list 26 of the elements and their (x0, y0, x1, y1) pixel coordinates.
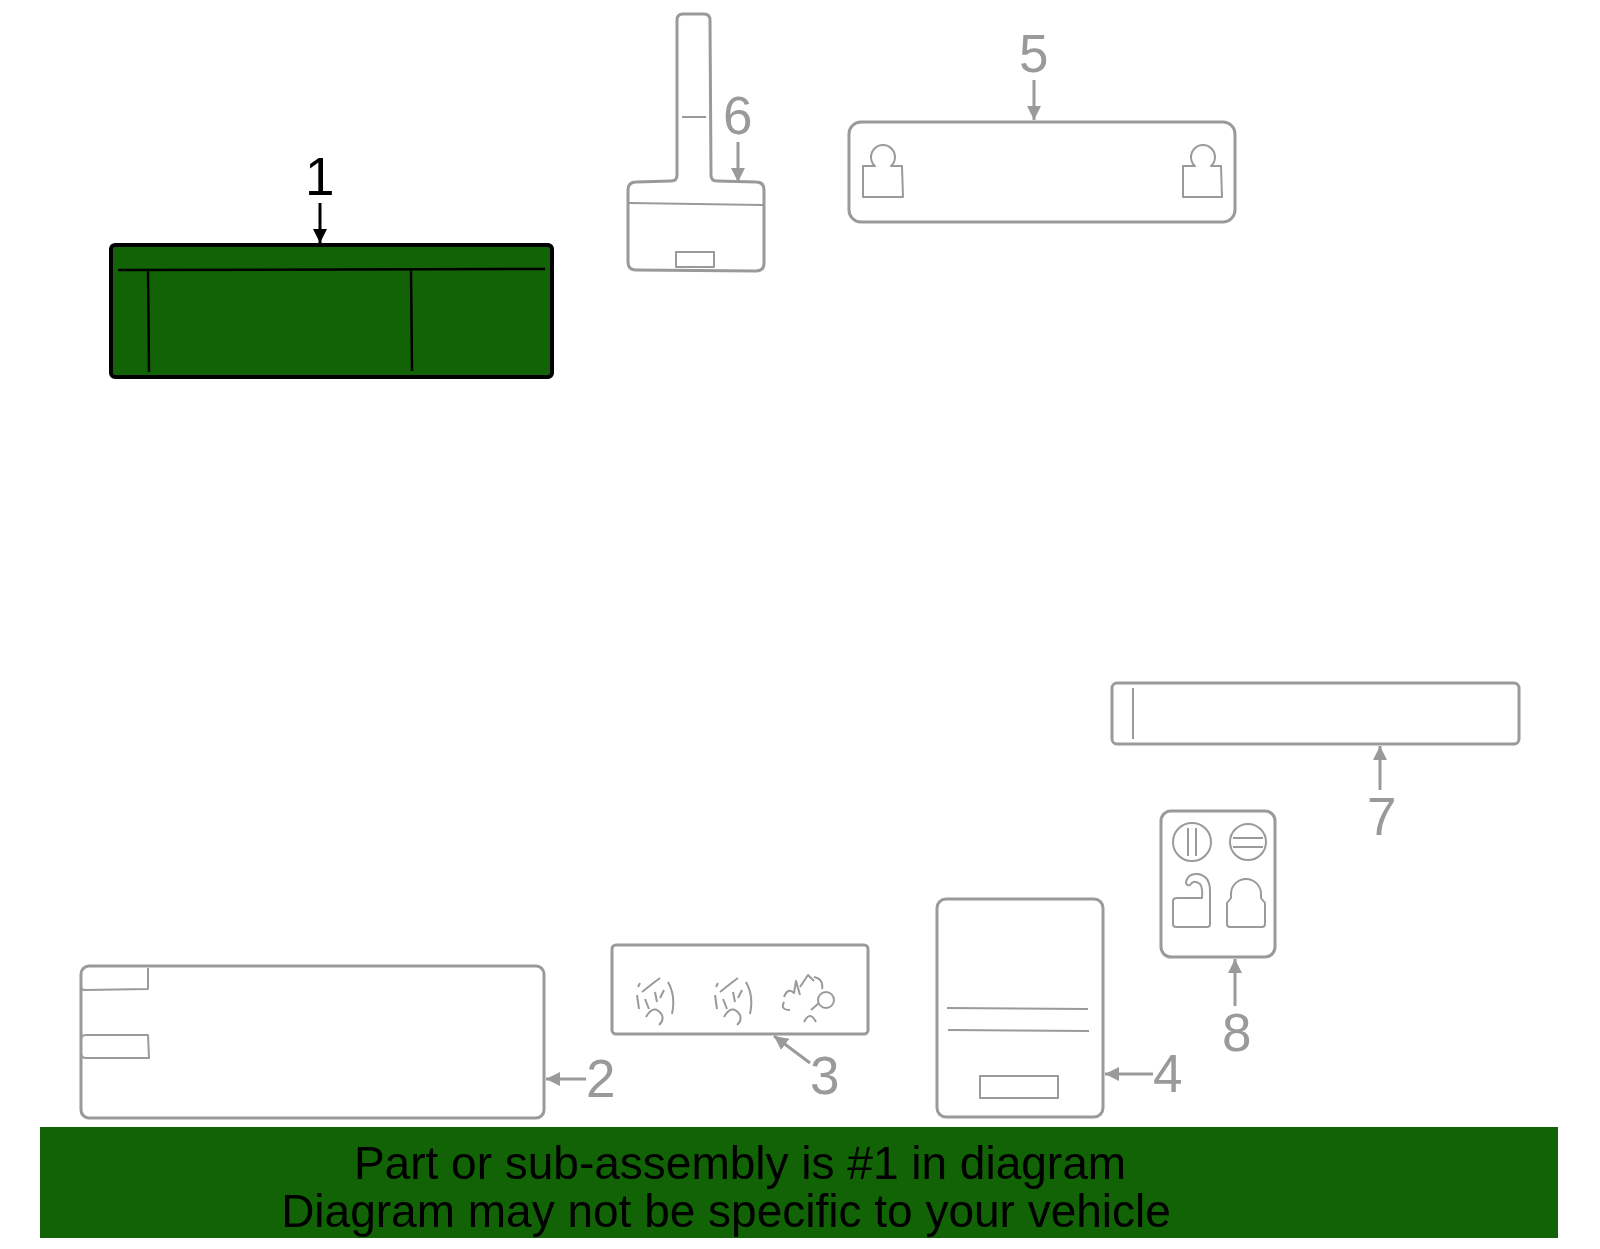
leader-arrow (1373, 746, 1387, 790)
decal-drawing (610, 943, 870, 1036)
leader-arrow (546, 1072, 586, 1086)
leader-arrow (1105, 1067, 1153, 1081)
leader-arrow (773, 1034, 811, 1065)
callout-number: 5 (1019, 27, 1049, 80)
decal-drawing (935, 897, 1105, 1119)
decal-drawing (624, 12, 767, 274)
callout-number: 8 (1222, 1006, 1252, 1059)
decal-drawing (109, 243, 555, 379)
leader-arrow (1228, 959, 1242, 1006)
callout-number: 4 (1153, 1047, 1183, 1100)
callout-number: 7 (1367, 790, 1397, 843)
callout-number: 2 (586, 1052, 616, 1105)
decal-drawing (1110, 681, 1521, 746)
callout-number: 3 (810, 1049, 840, 1102)
notice-banner (40, 1127, 1558, 1238)
callout-number: 6 (723, 89, 753, 142)
leader-arrow (731, 142, 745, 182)
decal-drawing (79, 964, 546, 1120)
notice-text: Part or sub-assembly is #1 in diagram (353, 1139, 1127, 1187)
leader-arrow (1027, 80, 1041, 120)
decal-drawing (846, 120, 1237, 224)
decal-drawing (1159, 809, 1277, 959)
callout-number: 1 (305, 150, 335, 203)
leader-arrow (313, 203, 327, 243)
